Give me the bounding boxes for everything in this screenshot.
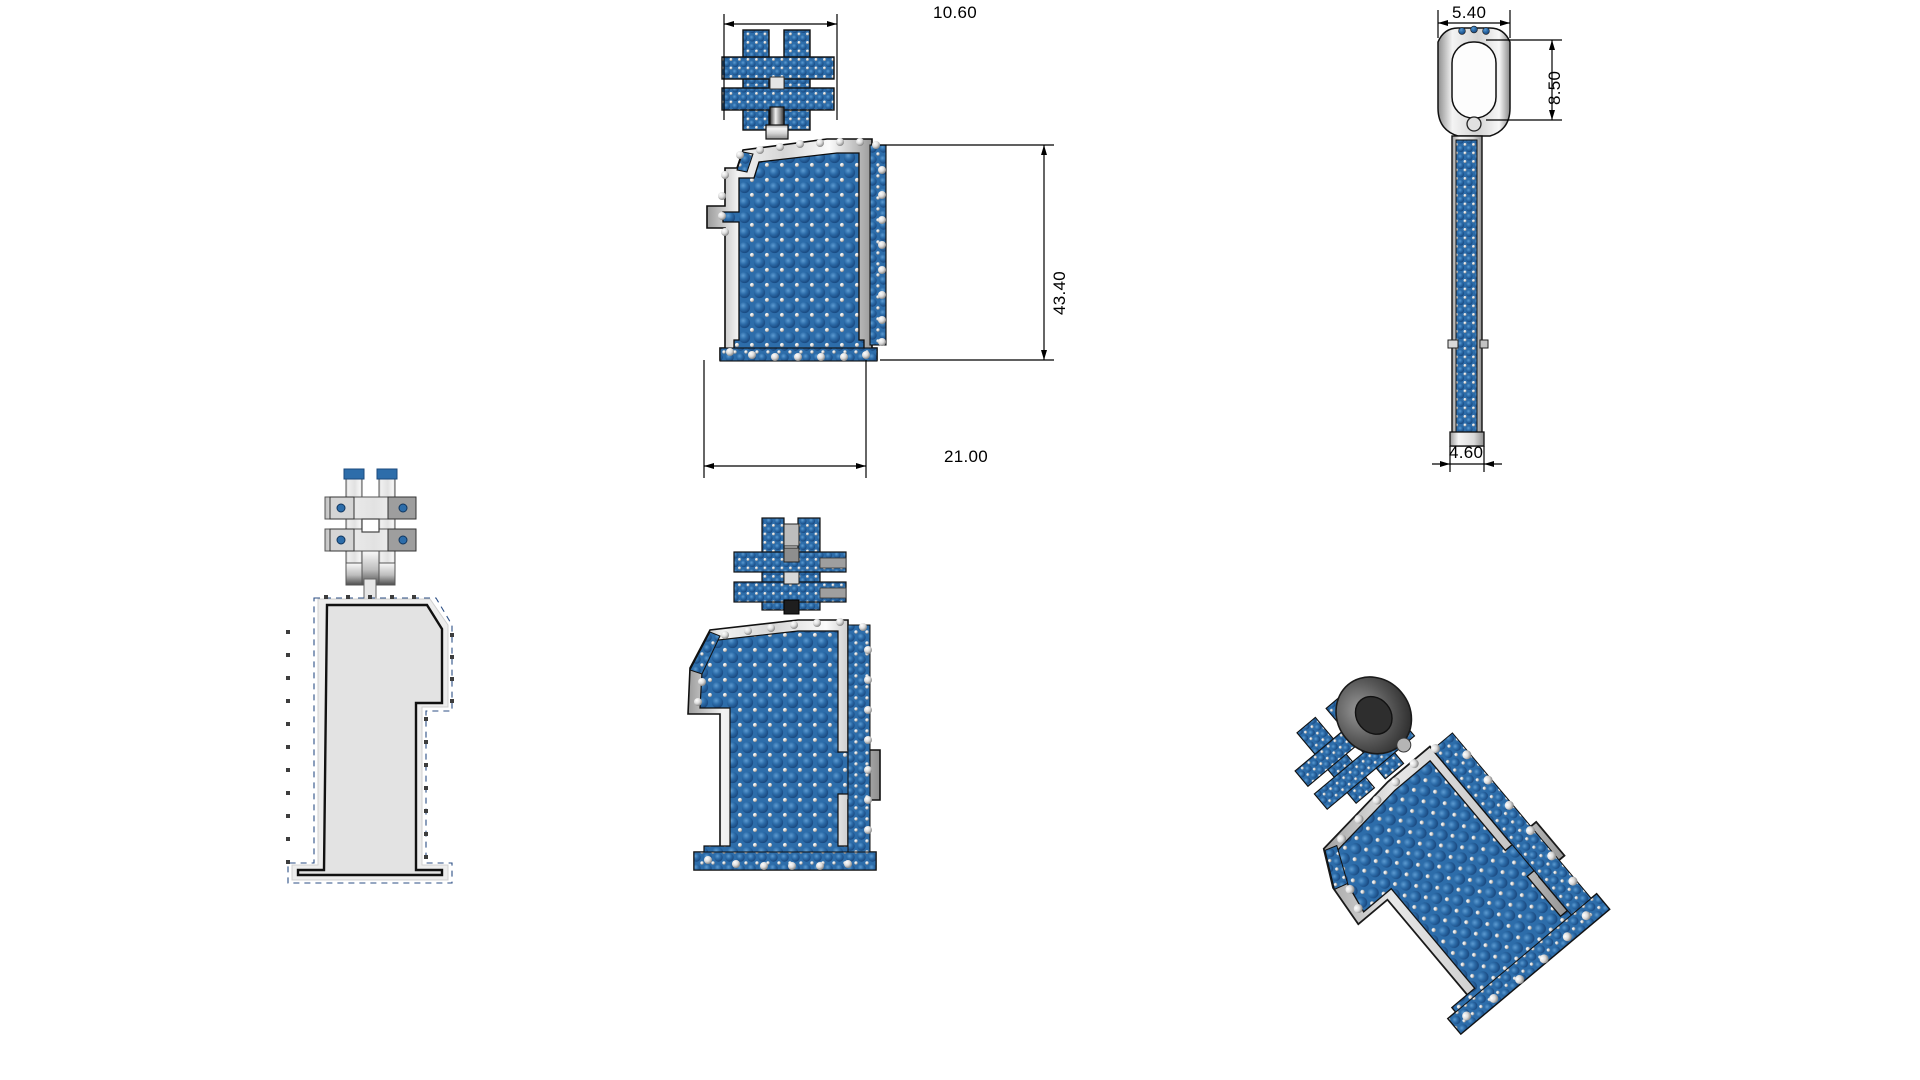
hashtag-bail-angled xyxy=(1294,676,1416,811)
numeral-one-backplate xyxy=(291,598,449,881)
back-elevation-view xyxy=(270,455,520,915)
dimension-21-00-label: 21.00 xyxy=(944,447,989,466)
prong-beads-iso xyxy=(694,618,872,870)
hashtag-bail-back xyxy=(324,468,417,602)
numeral-one-body-iso xyxy=(687,619,881,871)
isometric-angled-view xyxy=(1240,610,1620,1036)
dimension-8-50-label: 8.50 xyxy=(1545,70,1564,105)
dimension-4-60-label: 4.60 xyxy=(1449,443,1484,462)
prong-beads-front xyxy=(718,138,886,361)
hashtag-bail-front xyxy=(721,29,835,140)
isometric-front-view xyxy=(680,500,960,920)
bail-loop-side xyxy=(1437,25,1511,137)
prong-beads-angled xyxy=(1337,743,1591,1021)
dimension-lines-side xyxy=(1432,10,1562,472)
backplate-prong-ticks xyxy=(286,595,454,864)
dimension-lines-front xyxy=(703,14,1054,478)
angled-pendant-group xyxy=(1294,676,1611,1036)
dimension-43-40-label: 43.40 xyxy=(1050,270,1069,315)
hidden-construction-lines xyxy=(287,597,453,884)
numeral-one-body-front xyxy=(706,138,887,362)
side-elevation-view xyxy=(1380,0,1680,600)
hashtag-bail-iso xyxy=(733,517,847,615)
body-shaft-side xyxy=(1447,135,1489,447)
front-elevation-view xyxy=(680,0,1200,600)
dimension-10-60-label: 10.60 xyxy=(933,3,978,22)
dimension-5-40-label: 5.40 xyxy=(1452,3,1487,22)
